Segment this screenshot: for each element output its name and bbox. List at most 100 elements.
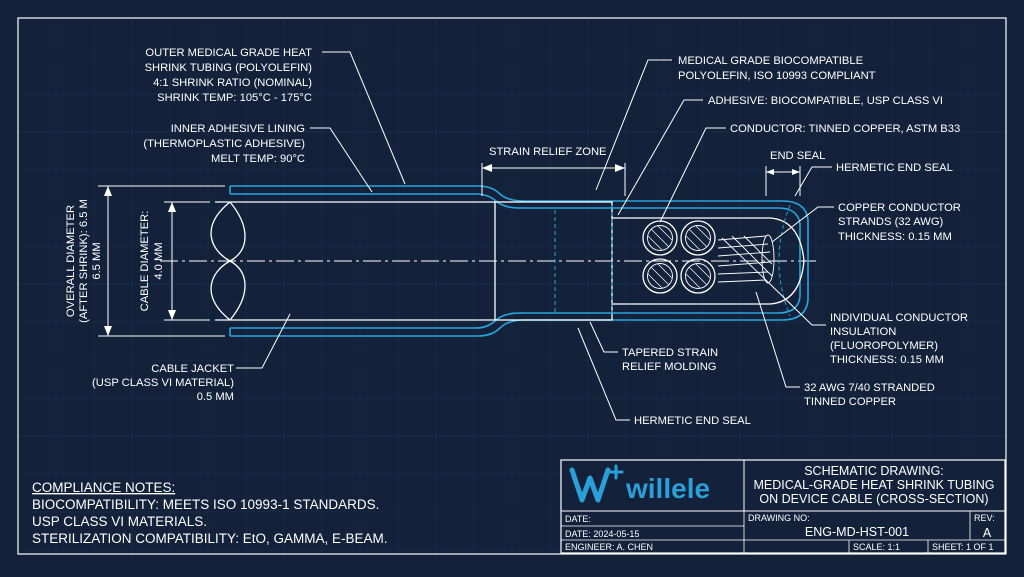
engineer: ENGINEER: A. CHEN bbox=[565, 542, 653, 552]
strand-hatch bbox=[647, 235, 663, 251]
label-line: RELIEF MOLDING bbox=[622, 361, 717, 373]
conductor-core bbox=[685, 225, 711, 251]
compliance-line: USP CLASS VI MATERIALS. bbox=[32, 514, 207, 529]
label-line: (FLUOROPOLYMER) bbox=[830, 340, 938, 352]
strand-hatch bbox=[650, 266, 670, 286]
label-line: 4:1 SHRINK RATIO (NOMINAL) bbox=[153, 77, 312, 89]
label-line: STRANDS (32 AWG) bbox=[838, 216, 944, 228]
end-seal-dash bbox=[778, 204, 791, 317]
drawing-no-label: DRAWING NO: bbox=[748, 513, 810, 523]
outer-shrink-tubing bbox=[230, 185, 809, 337]
conductor-label: CONDUCTOR: TINNED COPPER, ASTM B33 bbox=[730, 123, 960, 135]
label-line: (USP CLASS VI MATERIAL) bbox=[92, 377, 234, 389]
drawing-no: ENG-MD-HST-001 bbox=[805, 525, 909, 539]
rev-label: REV: bbox=[974, 513, 995, 523]
label-line: THICKNESS: 0.15 MM bbox=[830, 354, 944, 366]
compliance-heading: COMPLIANCE NOTES: bbox=[32, 480, 175, 495]
strand-hatch bbox=[695, 225, 711, 241]
insulation-label: INDIVIDUAL CONDUCTOR INSULATION (FLUOROP… bbox=[830, 312, 968, 366]
sheet: SHEET: 1 OF 1 bbox=[932, 542, 994, 552]
label-line: MEDICAL GRADE BIOCOMPATIBLE bbox=[678, 55, 863, 67]
strand-hatch bbox=[685, 235, 701, 251]
strand-hatch bbox=[657, 263, 673, 279]
label-line: OVERALL DIAMETER bbox=[65, 205, 77, 317]
copper-strands-label: COPPER CONDUCTOR STRANDS (32 AWG) THICKN… bbox=[838, 202, 961, 243]
stranded-label: 32 AWG 7/40 STRANDED TINNED COPPER bbox=[804, 382, 935, 408]
label-line: SHRINK TUBING (POLYOLEFIN) bbox=[145, 62, 313, 74]
end-seal-label: END SEAL bbox=[770, 150, 825, 162]
label-line: COPPER CONDUCTOR bbox=[838, 202, 961, 214]
overall-diameter-dimension bbox=[98, 185, 225, 337]
cable-diameter-dimension bbox=[164, 201, 210, 321]
strand-hatch bbox=[650, 228, 670, 248]
date-label: DATE: bbox=[565, 514, 591, 524]
conductor-core bbox=[647, 263, 673, 289]
compliance-line: BIOCOMPATIBILITY: MEETS ISO 10993-1 STAN… bbox=[32, 497, 379, 512]
conductor-insulation bbox=[642, 258, 678, 294]
end-seal-body bbox=[612, 217, 805, 305]
title-line: ON DEVICE CABLE (CROSS-SECTION) bbox=[759, 492, 988, 506]
conductor-group bbox=[642, 220, 716, 294]
compliance-line: STERILIZATION COMPATIBILITY: EtO, GAMMA,… bbox=[32, 531, 388, 546]
date-value: DATE: 2024-05-15 bbox=[565, 529, 639, 539]
cable-diameter-label: CABLE DIAMETER: 4.0 MM bbox=[139, 211, 165, 312]
leader-lines bbox=[236, 51, 834, 421]
label-line: TINNED COPPER bbox=[804, 396, 896, 408]
compliance-notes: COMPLIANCE NOTES: BIOCOMPATIBILITY: MEET… bbox=[32, 480, 388, 546]
label-line: TAPERED STRAIN bbox=[622, 347, 718, 359]
hermetic-end-seal-top-label: HERMETIC END SEAL bbox=[836, 162, 953, 174]
strain-relief-zone-label: STRAIN RELIEF ZONE bbox=[489, 146, 607, 158]
conductor-core bbox=[647, 225, 673, 251]
strand-hatch bbox=[688, 228, 708, 248]
label-line: 4.0 MM bbox=[153, 242, 165, 279]
hermetic-end-seal-bottom-label: HERMETIC END SEAL bbox=[634, 415, 751, 427]
logo-mark-icon bbox=[569, 467, 611, 503]
end-seal-dimension bbox=[765, 166, 801, 196]
label-line: MELT TEMP: 90°C bbox=[211, 153, 305, 165]
willele-logo: willele bbox=[569, 464, 710, 504]
strand-hatch bbox=[695, 263, 711, 279]
label-line: INSULATION bbox=[830, 326, 896, 338]
title-line: SCHEMATIC DRAWING: bbox=[804, 464, 944, 478]
label-line: 32 AWG 7/40 STRANDED bbox=[804, 382, 935, 394]
conductor-insulation bbox=[680, 258, 716, 294]
strand-hatch bbox=[688, 266, 708, 286]
logo-plus-icon bbox=[608, 464, 624, 480]
label-line: INNER ADHESIVE LINING bbox=[171, 123, 305, 135]
tapered-molding-label: TAPERED STRAIN RELIEF MOLDING bbox=[622, 347, 718, 373]
biocompatible-label: MEDICAL GRADE BIOCOMPATIBLE POLYOLEFIN, … bbox=[678, 55, 876, 82]
adhesive-label: ADHESIVE: BIOCOMPATIBLE, USP CLASS VI bbox=[708, 95, 943, 107]
label-line: (THERMOPLASTIC ADHESIVE) bbox=[143, 138, 305, 150]
label-line: OUTER MEDICAL GRADE HEAT bbox=[145, 47, 312, 59]
label-line: (AFTER SHRINK): 6.5 M bbox=[78, 199, 90, 323]
overall-diameter-label: OVERALL DIAMETER (AFTER SHRINK): 6.5 M 6… bbox=[65, 199, 103, 323]
label-line: 0.5 MM bbox=[197, 391, 234, 403]
rev-value: A bbox=[983, 526, 992, 540]
strand-hatch bbox=[657, 225, 673, 241]
cable-break-back bbox=[210, 201, 246, 321]
adhesive-lining-label: INNER ADHESIVE LINING (THERMOPLASTIC ADH… bbox=[143, 123, 305, 165]
cable-assembly bbox=[160, 185, 820, 337]
label-line: INDIVIDUAL CONDUCTOR bbox=[830, 312, 968, 324]
strand-hatch bbox=[647, 273, 663, 289]
scale: SCALE: 1:1 bbox=[853, 542, 900, 552]
label-line: CABLE DIAMETER: bbox=[139, 211, 151, 312]
label-line: 6.5 MM bbox=[91, 242, 103, 279]
label-line: SHRINK TEMP: 105°C - 175°C bbox=[157, 92, 312, 104]
drawing-border bbox=[17, 17, 1007, 555]
stranded-copper-bundle bbox=[717, 234, 775, 285]
conductor-core bbox=[685, 263, 711, 289]
strand-hatch bbox=[685, 273, 701, 289]
cable-jacket-label: CABLE JACKET (USP CLASS VI MATERIAL) 0.5… bbox=[92, 363, 234, 403]
strain-relief-zone-dimension bbox=[481, 163, 626, 196]
conductor-insulation bbox=[680, 220, 716, 256]
outer-tubing-label: OUTER MEDICAL GRADE HEAT SHRINK TUBING (… bbox=[145, 47, 313, 104]
label-line: CABLE JACKET bbox=[151, 363, 234, 375]
logo-text: willele bbox=[625, 473, 710, 504]
label-line: THICKNESS: 0.15 MM bbox=[838, 231, 952, 243]
title-block: willele SCHEMATIC DRAWING: MEDICAL-GRADE… bbox=[560, 459, 1006, 554]
title-line: MEDICAL-GRADE HEAT SHRINK TUBING bbox=[753, 478, 994, 492]
label-line: POLYOLEFIN, ISO 10993 COMPLIANT bbox=[678, 70, 876, 82]
